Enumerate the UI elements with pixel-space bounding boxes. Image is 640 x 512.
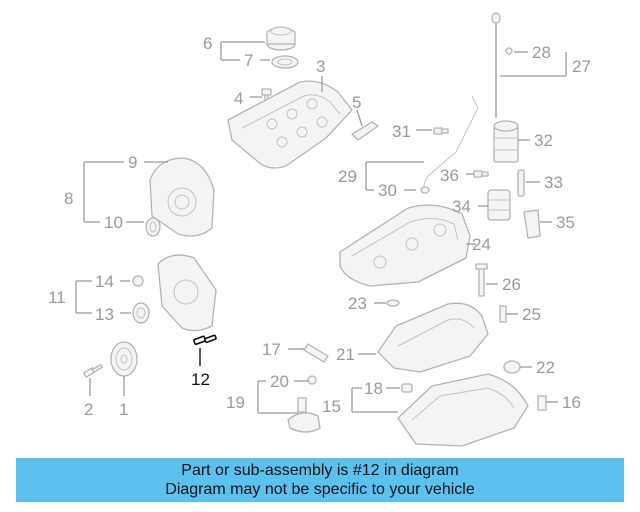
part-32-oil-filter [493,120,519,163]
part-36-bolt [473,170,489,178]
callout-9: 9 [128,153,137,172]
part-17-pipe [303,343,329,363]
banner-line-1: Part or sub-assembly is #12 in diagram [181,462,459,479]
callout-11: 11 [48,288,66,307]
part-25-bolt [499,305,507,323]
callout-23: 23 [348,294,367,313]
callout-1: 1 [119,400,128,419]
part-12-bolt-highlighted [193,334,217,346]
part-7-seal [271,55,299,69]
part-23-seal [386,299,400,307]
callout-19: 19 [226,393,245,412]
part-3-cylinder-head-cover [227,80,353,169]
callout-5: 5 [352,93,361,112]
callout-7: 7 [244,51,253,70]
callout-36: 36 [440,166,459,185]
callout-12: 12 [191,370,210,389]
leader-lines [75,41,567,414]
callout-20: 20 [270,372,289,391]
part-info-banner: Part or sub-assembly is #12 in diagram D… [16,458,624,502]
callout-13: 13 [95,305,114,324]
callout-6: 6 [203,34,212,53]
callout-17: 17 [262,340,281,359]
callout-26: 26 [502,275,521,294]
callout-31: 31 [392,122,411,141]
callout-28: 28 [532,43,551,62]
callout-8: 8 [64,189,73,208]
callout-22: 22 [536,358,555,377]
callout-35: 35 [556,213,575,232]
part-16-bolt [537,395,547,411]
callout-24: 24 [472,235,491,254]
part-34-oil-cooler [487,189,511,221]
callout-2: 2 [84,400,93,419]
part-22-sensor [503,360,521,374]
part-26-bolt [475,263,488,297]
part-21-baffle [377,302,489,373]
callout-10: 10 [104,213,123,232]
callout-4: 4 [234,89,243,108]
part-14-plug [132,275,144,287]
part-33-sensor [517,169,525,197]
part-10-seal [145,217,161,237]
callout-34: 34 [452,197,471,216]
part-20-seal [307,375,317,385]
callout-29: 29 [338,167,357,186]
part-13-seal [132,302,150,324]
part-19-oil-level-sensor [287,397,321,433]
callout-30: 30 [378,181,397,200]
part-5-gasket [351,121,379,141]
callout-25: 25 [522,305,541,324]
callout-labels: 6 7 3 4 5 9 8 10 14 11 13 2 1 12 28 27 3… [48,34,591,419]
part-1-pulley [110,341,138,377]
part-31-bolt [433,127,449,135]
part-11-lower-timing-cover [157,254,217,332]
callout-27: 27 [572,57,591,76]
part-29-dipstick-tube [420,95,479,194]
part-15-lower-oil-pan [397,373,529,447]
callout-3: 3 [316,57,325,76]
callout-18: 18 [364,379,383,398]
part-18-plug [401,383,413,393]
part-24-upper-oil-pan [339,204,471,287]
part-6-oil-filler-cap [266,26,296,51]
part-35-gasket [523,209,541,239]
callout-21: 21 [336,345,355,364]
parts-diagram: 6 7 3 4 5 9 8 10 14 11 13 2 1 12 28 27 3… [48,12,591,447]
callout-14: 14 [95,272,114,291]
part-2-bolt [83,363,103,378]
callout-16: 16 [562,393,581,412]
part-27-dipstick [491,12,513,118]
callout-33: 33 [544,173,563,192]
banner-line-2: Diagram may not be specific to your vehi… [165,481,475,498]
callout-32: 32 [534,131,553,150]
callout-15: 15 [322,397,341,416]
